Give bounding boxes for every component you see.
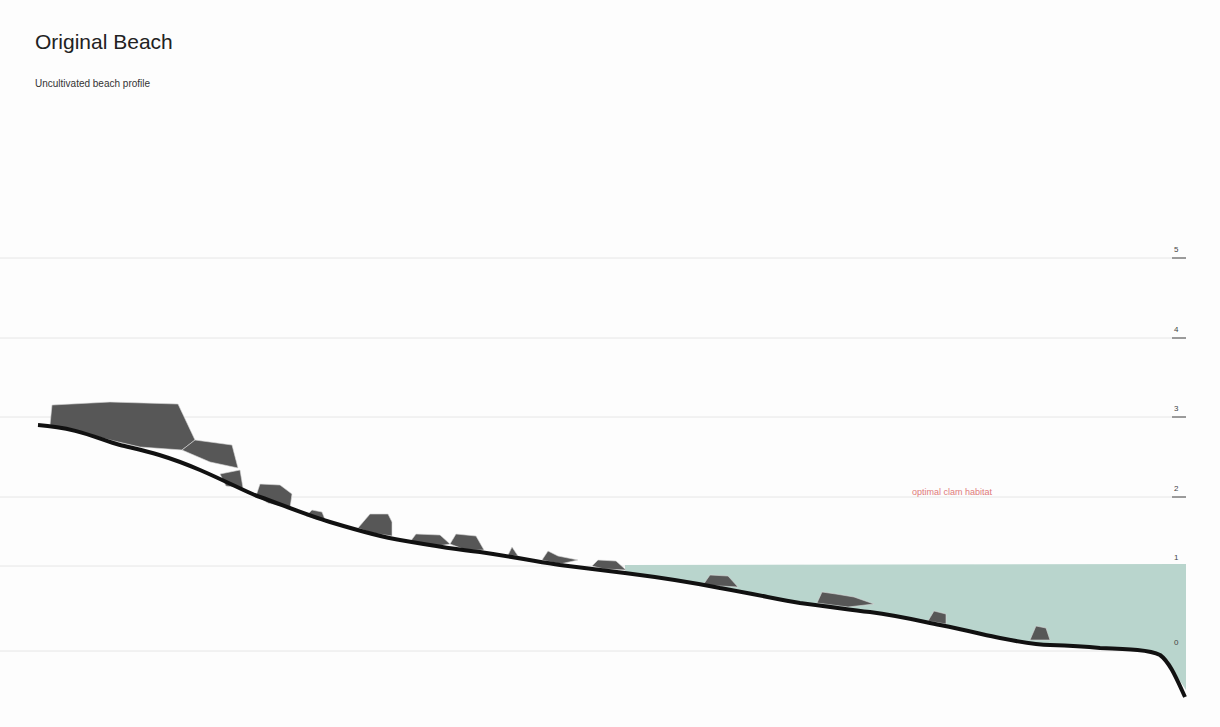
axis-number: 2	[1174, 484, 1178, 493]
subtitle: Uncultivated beach profile	[35, 78, 150, 89]
water	[625, 564, 1186, 690]
axis-number: 3	[1174, 404, 1178, 413]
axis-number: 5	[1174, 245, 1178, 254]
axis-number: 4	[1174, 325, 1178, 334]
rocks	[50, 402, 1050, 640]
axis-number: 0	[1174, 638, 1178, 647]
diagram-title: Original Beach	[35, 30, 173, 54]
axis-number: 1	[1174, 553, 1178, 562]
habitat-label: optimal clam habitat	[912, 487, 992, 497]
ground-line	[38, 425, 1185, 697]
